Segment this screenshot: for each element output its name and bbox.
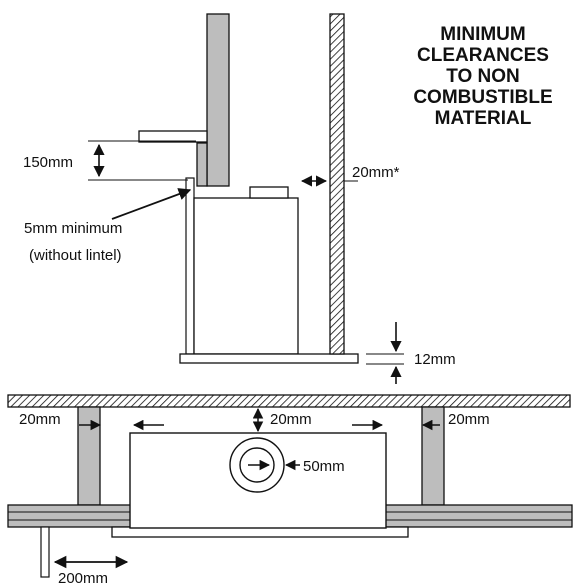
hearth-projection-label: 200mm	[58, 570, 108, 587]
title-block: MINIMUM CLEARANCES TO NON COMBUSTIBLE MA…	[413, 24, 552, 129]
title-line-2: CLEARANCES	[417, 45, 549, 66]
plan-rear-gap-label: 20mm	[270, 411, 312, 428]
side-wall-gap-label: 20mm*	[352, 164, 400, 181]
chimney-wall	[206, 13, 230, 187]
flue-collar	[249, 186, 289, 199]
min-gap-leader	[111, 188, 192, 220]
plan-left-gap-label: 20mm	[19, 411, 61, 428]
flue-gap-label: 50mm	[303, 458, 345, 475]
elevation-view	[88, 13, 404, 384]
left-front-wall	[7, 504, 133, 528]
appliance-body	[193, 197, 299, 355]
plan-post	[40, 526, 50, 578]
hearth-thickness-label: 12mm	[414, 351, 456, 368]
side-wall	[329, 13, 345, 355]
lintel	[138, 130, 208, 143]
title-line-5: MATERIAL	[435, 108, 532, 129]
right-pier	[421, 406, 445, 506]
title-line-1: MINIMUM	[440, 24, 525, 45]
right-front-wall	[384, 504, 573, 528]
hearth-plate	[179, 353, 359, 364]
plan-view	[7, 394, 573, 578]
min-gap-label-line-1: 5mm minimum	[24, 220, 122, 237]
title-line-4: COMBUSTIBLE	[413, 87, 552, 108]
rear-wall	[7, 394, 571, 408]
lintel-gap-label: 150mm	[23, 154, 73, 171]
title-line-3: TO NON	[446, 66, 520, 87]
front-post	[185, 177, 195, 355]
left-pier	[77, 406, 101, 506]
plan-right-gap-label: 20mm	[448, 411, 490, 428]
min-gap-label-line-2: (without lintel)	[29, 247, 122, 264]
wall-step	[196, 142, 208, 187]
